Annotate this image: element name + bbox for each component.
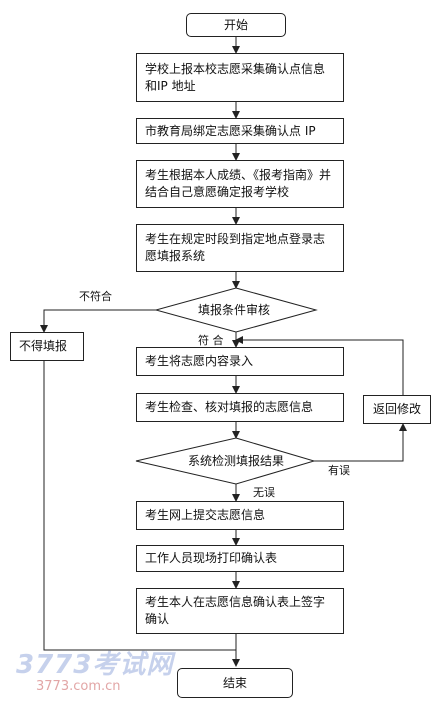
step5-box: 考生将志愿内容录入 [136,347,344,376]
detect-label: 系统检测填报结果 [188,454,285,468]
check-label: 填报条件审核 [198,303,271,317]
step6-box: 考生检查、核对填报的志愿信息 [136,393,344,422]
arrow-check-reject [40,309,156,333]
step9-box: 考生本人在志愿信息确认表上签字确认 [136,588,344,634]
no-error-label: 无误 [253,486,275,499]
step1-box: 学校上报本校志愿采集确认点信息和IP 地址 [136,53,344,102]
not-match-label: 不符合 [79,290,112,303]
check-diamond [154,287,318,333]
step4-box: 考生在规定时段到指定地点登录志愿填报系统 [136,224,344,272]
watermark-brand: 3773考试网 [16,650,174,680]
reject-box: 不得填报 [10,332,84,361]
step8-box: 工作人员现场打印确认表 [136,545,344,572]
step2-box: 市教育局绑定志愿采集确认点 IP [136,118,344,144]
step3-box: 考生根据本人成绩、《报考指南》并结合自己意愿确定报考学校 [136,160,344,208]
arrow-modify-step5 [235,336,404,395]
error-label: 有误 [328,464,350,477]
match-label: 符 合 [198,334,224,347]
modify-box: 返回修改 [363,395,431,424]
step7-box: 考生网上提交志愿信息 [136,501,344,530]
arrow-detect-modify [314,423,407,462]
start-node: 开始 [186,13,286,37]
arrow-reject-end [43,361,236,651]
end-node: 结束 [177,668,293,698]
watermark-url: 3773.com.cn [36,679,121,694]
detect-diamond [135,437,316,485]
